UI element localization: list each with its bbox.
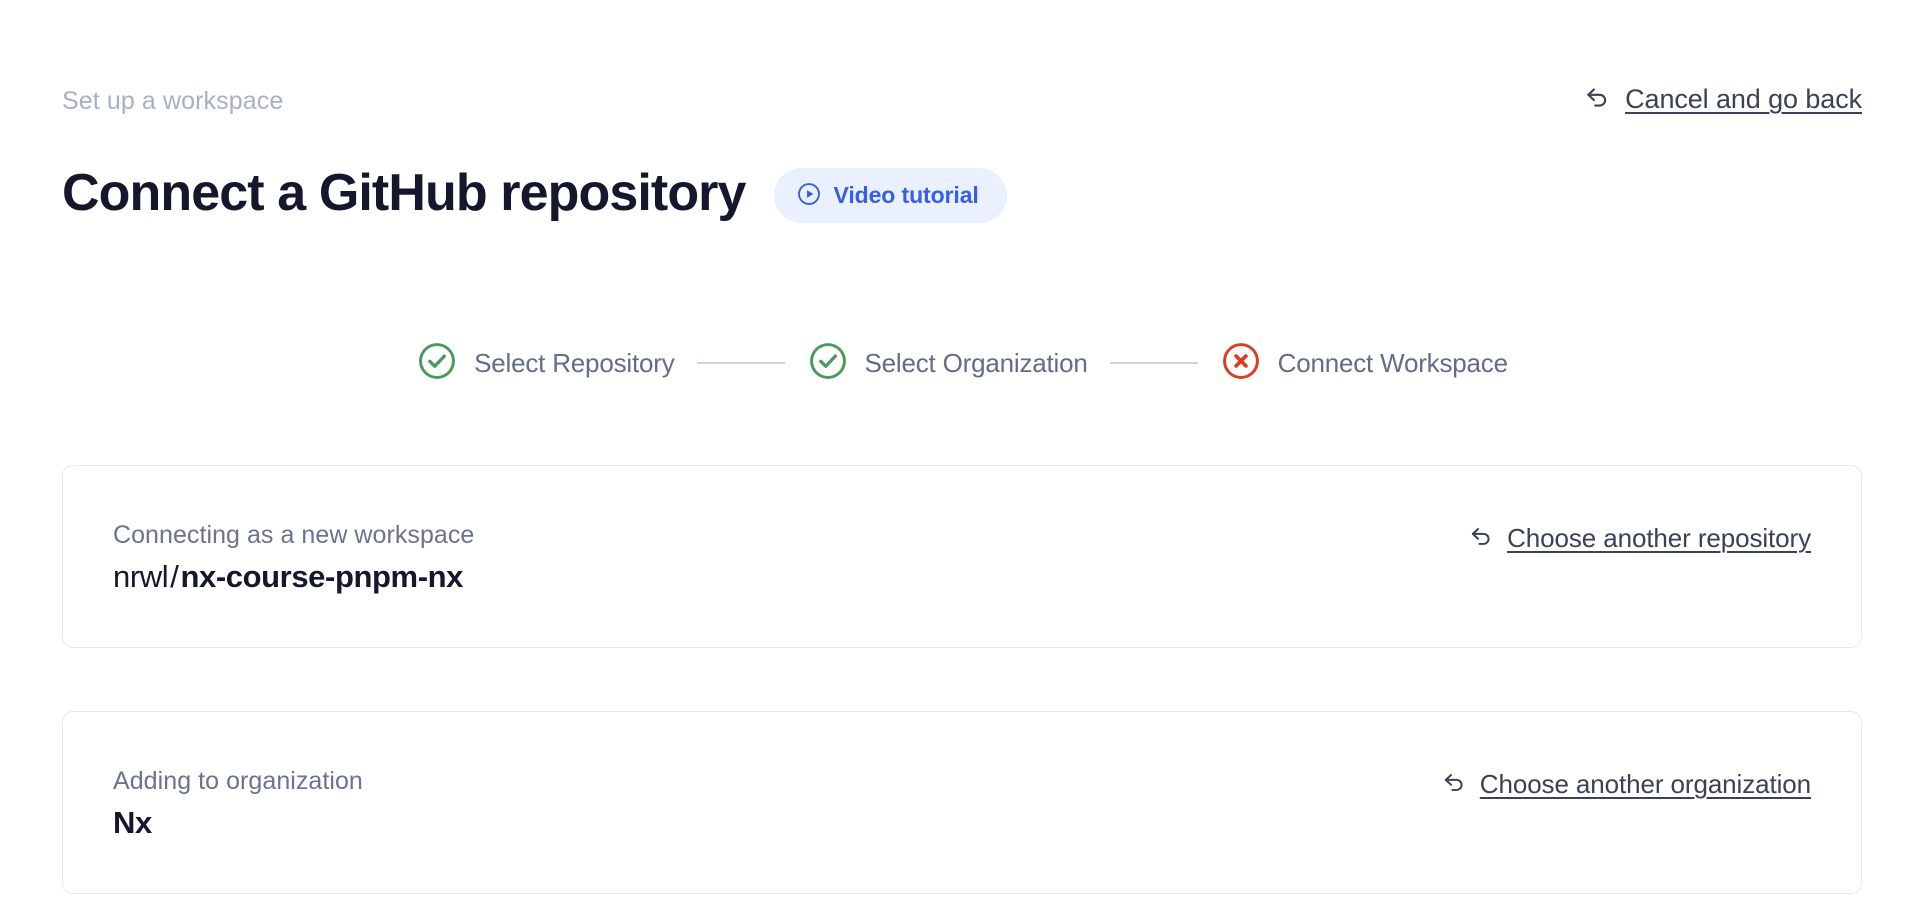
breadcrumb: Set up a workspace <box>62 87 284 115</box>
choose-another-repository-label: Choose another repository <box>1507 522 1811 553</box>
choose-another-organization-label: Choose another organization <box>1479 768 1811 799</box>
step-label: Connect Workspace <box>1277 347 1508 378</box>
page-title: Connect a GitHub repository <box>62 163 746 222</box>
step-select-repository[interactable]: Select Repository <box>416 340 675 387</box>
repository-card-caption: Connecting as a new workspace <box>113 520 475 549</box>
repository-owner: nrwl <box>113 558 169 594</box>
video-tutorial-button[interactable]: Video tutorial <box>773 168 1007 224</box>
check-circle-icon <box>416 340 458 387</box>
step-select-organization[interactable]: Select Organization <box>807 340 1088 387</box>
step-label: Select Repository <box>474 347 675 378</box>
repository-card: Connecting as a new workspace nrwl/nx-co… <box>62 464 1862 648</box>
step-connector-2 <box>1109 362 1198 365</box>
step-label: Select Organization <box>864 347 1088 378</box>
repository-card-value: nrwl/nx-course-pnpm-nx <box>113 558 1811 596</box>
page-header: Set up a workspace Connect a GitHub repo… <box>62 0 1862 258</box>
back-arrow-icon <box>1467 522 1495 555</box>
cancel-and-go-back-label: Cancel and go back <box>1625 84 1862 114</box>
cancel-and-go-back-link[interactable]: Cancel and go back <box>1582 82 1862 117</box>
repository-name: nx-course-pnpm-nx <box>180 558 464 594</box>
choose-another-organization-link[interactable]: Choose another organization <box>1440 768 1811 801</box>
check-circle-icon <box>807 340 849 387</box>
organization-card: Adding to organization Nx Choose another… <box>62 710 1862 894</box>
back-arrow-icon <box>1582 82 1612 117</box>
progress-stepper: Select Repository Select Organization Co… <box>62 340 1862 387</box>
choose-another-repository-link[interactable]: Choose another repository <box>1467 522 1811 555</box>
step-connector-1 <box>696 362 785 365</box>
play-circle-icon <box>796 181 822 210</box>
step-connect-workspace[interactable]: Connect Workspace <box>1220 340 1508 387</box>
back-arrow-icon <box>1440 768 1468 801</box>
title-row: Connect a GitHub repository Video tutori… <box>62 128 1862 258</box>
organization-card-caption: Adding to organization <box>113 766 363 795</box>
video-tutorial-label: Video tutorial <box>833 182 979 209</box>
repository-separator: / <box>170 558 179 594</box>
x-circle-icon <box>1220 340 1262 387</box>
organization-card-value: Nx <box>113 804 152 840</box>
summary-cards: Connecting as a new workspace nrwl/nx-co… <box>62 464 1862 894</box>
